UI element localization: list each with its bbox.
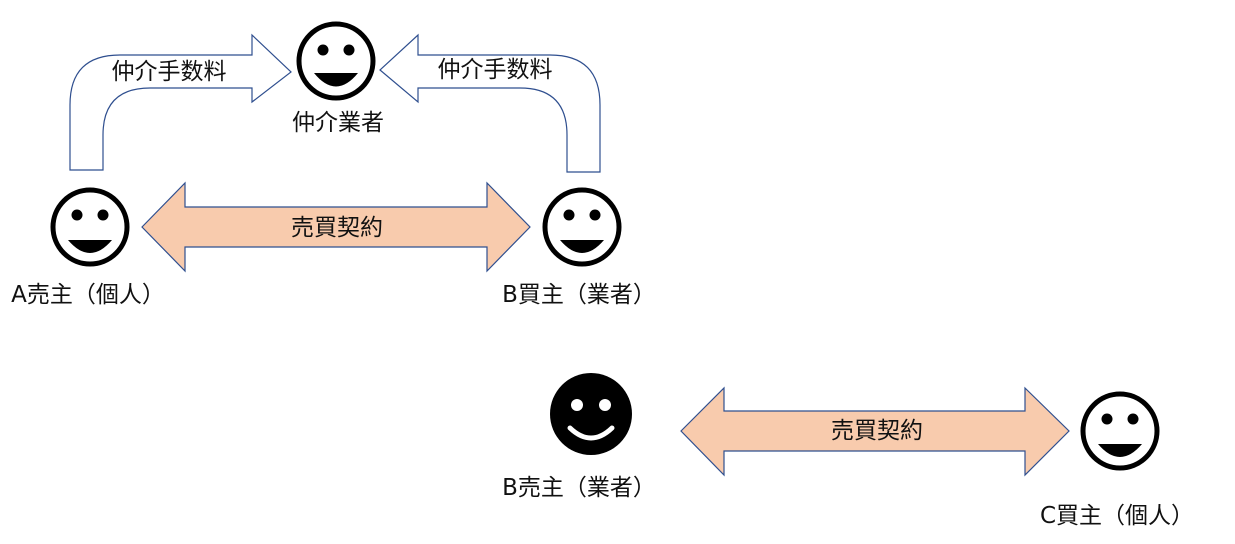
- fee-arrow-left: [69, 33, 292, 171]
- fee-label-left: 仲介手数料: [112, 59, 227, 85]
- seller-b-smiley-filled-icon: [550, 373, 632, 455]
- buyer-b-label: B買主（業者）: [502, 282, 656, 308]
- buyer-c-smiley-icon: [1080, 391, 1160, 471]
- buyer-b-smiley-icon: [542, 187, 622, 267]
- seller-b-label: B売主（業者）: [502, 475, 656, 501]
- agent-smiley-icon: [296, 21, 376, 101]
- contract-label-top: 売買契約: [291, 215, 383, 241]
- contract-label-bottom: 売買契約: [831, 418, 923, 444]
- buyer-c-label: C買主（個人）: [1040, 503, 1194, 529]
- fee-arrow-right: [379, 33, 601, 173]
- agent-label: 仲介業者: [292, 110, 384, 136]
- contract-arrow-bottom: [680, 386, 1070, 477]
- contract-arrow-top: [141, 181, 531, 273]
- seller-a-smiley-icon: [50, 187, 130, 267]
- fee-label-right: 仲介手数料: [438, 57, 553, 83]
- seller-a-label: A売主（個人）: [11, 282, 165, 308]
